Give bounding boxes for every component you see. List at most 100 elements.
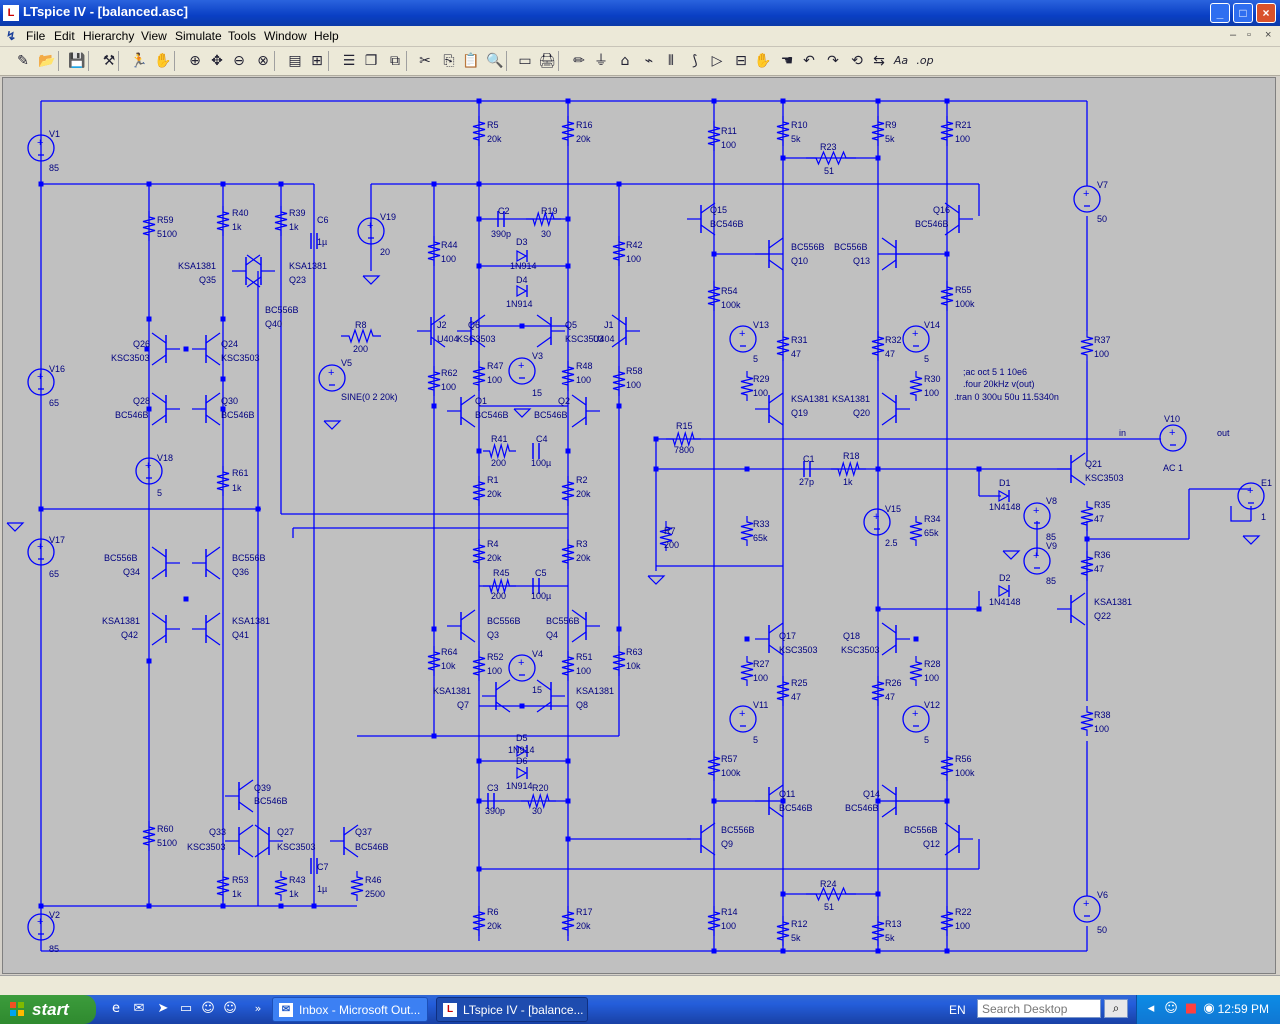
control-panel-icon[interactable]: ⚒ <box>102 53 116 69</box>
menu-tools[interactable]: Tools <box>228 29 257 43</box>
schematic-label: Q6 <box>468 320 480 330</box>
tile-horizontal-icon[interactable]: ☰ <box>342 53 356 69</box>
ground-icon[interactable]: ⏚ <box>594 53 608 69</box>
move-icon[interactable]: ✋ <box>754 53 772 69</box>
maximize-button[interactable]: □ <box>1233 3 1253 23</box>
component-icon[interactable]: ⊟ <box>735 53 747 69</box>
zoom-fit-icon[interactable]: ⊗ <box>257 53 269 69</box>
junction-dot <box>146 658 152 664</box>
schematic-label: V4 <box>532 649 543 659</box>
schematic-label: KSA1381 <box>289 261 327 271</box>
messenger-icon[interactable]: ☺ <box>223 1001 237 1016</box>
mirror-icon[interactable]: ⇆ <box>873 53 885 69</box>
network-icon[interactable]: ◉ <box>1203 1001 1215 1016</box>
menu-hierarchy[interactable]: Hierarchy <box>83 29 135 43</box>
toolbar-separator <box>174 51 175 71</box>
paste-icon[interactable]: 📋 <box>462 53 480 69</box>
label-net-icon[interactable]: ⌂ <box>620 53 630 69</box>
document-icon[interactable]: ↯ <box>6 29 17 43</box>
resistor-icon[interactable]: ⌁ <box>644 53 654 69</box>
schematic-label: R31 <box>791 335 808 345</box>
capacitor-icon[interactable]: ⫴ <box>668 53 674 69</box>
halt-icon[interactable]: ✋ <box>154 53 172 69</box>
schematic-label: out <box>1217 428 1230 438</box>
schematic-label: C1 <box>803 454 815 464</box>
plus-sign: + <box>37 916 43 928</box>
rotate-icon[interactable]: ⟲ <box>851 53 863 69</box>
schematic-label: Q30 <box>221 396 238 406</box>
outlook-icon[interactable]: ✉ <box>133 1001 145 1016</box>
zoom-out-icon[interactable]: ⊖ <box>233 53 245 69</box>
diode-icon[interactable]: ▷ <box>711 53 723 69</box>
diode-symbol <box>516 249 528 263</box>
schematic-label: Q16 <box>933 205 950 215</box>
schematic-label: BC556B <box>904 825 938 835</box>
mdi-restore-button[interactable]: ▫ <box>1247 29 1251 41</box>
start-button[interactable]: start <box>0 995 96 1024</box>
search-icon[interactable]: ⌕ <box>1104 999 1128 1018</box>
task-ltspice[interactable]: L LTspice IV - [balance... <box>436 997 588 1022</box>
messenger-icon[interactable]: ☺ <box>1164 1001 1178 1016</box>
schematic-label: 2500 <box>365 889 385 899</box>
resistor-symbol <box>940 281 954 311</box>
voltage-source-symbol <box>27 134 55 162</box>
menu-view[interactable]: View <box>141 29 167 43</box>
new-schematic-icon[interactable]: ✎ <box>17 53 29 69</box>
resistor-symbol <box>561 651 575 681</box>
schematic-label: Q10 <box>791 256 808 266</box>
plot-settings-icon[interactable]: ▤ <box>288 53 302 69</box>
menu-simulate[interactable]: Simulate <box>175 29 222 43</box>
resistor-symbol <box>483 577 516 595</box>
text-icon[interactable]: Aa <box>893 54 909 67</box>
schematic-label: R19 <box>541 206 558 216</box>
title-bar[interactable]: L LTspice IV - [balanced.asc] _ □ × <box>0 0 1280 26</box>
schematic-label: BC546B <box>115 410 149 420</box>
tray-back-icon[interactable]: ◂ <box>1147 1001 1155 1016</box>
spice-directive-icon[interactable]: .op <box>916 54 934 67</box>
close-button[interactable]: × <box>1256 3 1276 23</box>
menu-edit[interactable]: Edit <box>54 29 75 43</box>
transistor-symbol <box>536 701 552 713</box>
inductor-icon[interactable]: ⟆ <box>692 53 698 69</box>
messenger-icon[interactable]: ☺ <box>201 1001 215 1016</box>
task-outlook[interactable]: ✉ Inbox - Microsoft Out... <box>272 997 428 1022</box>
print-setup-icon[interactable]: ▭ <box>518 53 532 69</box>
menu-help[interactable]: Help <box>314 29 339 43</box>
tile-vertical-icon[interactable]: ⧉ <box>390 53 400 69</box>
save-icon[interactable]: 💾 <box>68 53 86 69</box>
draw-wire-icon[interactable]: ✏ <box>573 53 585 69</box>
desktop-search-input[interactable]: Search Desktop <box>977 999 1101 1018</box>
menu-window[interactable]: Window <box>264 29 307 43</box>
resistor-symbol <box>1080 331 1094 361</box>
undo-icon[interactable]: ↶ <box>803 53 815 69</box>
copy-icon[interactable]: ⎘ <box>443 53 455 69</box>
ltspice-icon[interactable]: L <box>3 5 19 21</box>
zoom-in-icon[interactable]: ⊕ <box>189 53 201 69</box>
autorange-icon[interactable]: ⊞ <box>311 53 323 69</box>
drag-icon[interactable]: ☚ <box>780 53 794 69</box>
language-indicator[interactable]: EN <box>949 1003 966 1017</box>
redo-icon[interactable]: ↷ <box>827 53 839 69</box>
print-icon[interactable]: 🖨 <box>538 53 556 69</box>
minimize-button[interactable]: _ <box>1210 3 1230 23</box>
find-icon[interactable]: 🔍 <box>486 53 504 69</box>
ie-icon[interactable]: e <box>112 1001 120 1016</box>
open-icon[interactable]: 📂 <box>38 53 56 69</box>
antivirus-icon[interactable]: ■ <box>1184 1001 1198 1016</box>
menu-file[interactable]: File <box>26 29 46 43</box>
schematic-drawing[interactable]: ++++++++++++++++++++V185V1665V1765V285R5… <box>3 78 1275 973</box>
media-icon[interactable]: ➤ <box>157 1001 169 1016</box>
overflow-chevron-icon[interactable]: » <box>254 1002 262 1015</box>
cascade-icon[interactable]: ❐ <box>364 53 378 69</box>
mdi-close-button[interactable]: × <box>1265 29 1272 41</box>
schematic-label: BC556B <box>104 553 138 563</box>
run-icon[interactable]: 🏃 <box>130 53 148 69</box>
transistor-symbol <box>768 259 784 271</box>
pan-icon[interactable]: ✥ <box>211 53 223 69</box>
cut-icon[interactable]: ✂ <box>419 53 431 69</box>
schematic-label: R23 <box>820 142 837 152</box>
desktop-icon[interactable]: ▭ <box>179 1001 193 1016</box>
voltage-source-symbol <box>1073 185 1101 213</box>
mdi-minimize-button[interactable]: – <box>1230 29 1237 41</box>
